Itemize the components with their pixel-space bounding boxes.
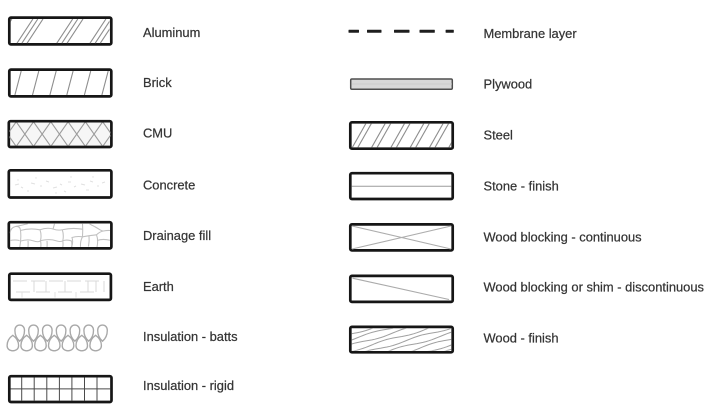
svg-text:Stone - finish: Stone - finish [484, 178, 559, 193]
svg-text:Insulation - batts: Insulation - batts [143, 329, 238, 344]
svg-text:Earth: Earth [143, 279, 174, 294]
svg-text:Steel: Steel [484, 127, 513, 142]
svg-text:Insulation - rigid: Insulation - rigid [143, 378, 234, 393]
svg-text:Wood blocking or shim - discon: Wood blocking or shim - discontinuous [484, 279, 704, 294]
svg-text:Brick: Brick [143, 75, 172, 90]
svg-text:Drainage fill: Drainage fill [143, 228, 211, 243]
svg-text:Concrete: Concrete [143, 177, 195, 192]
svg-text:Wood blocking - continuous: Wood blocking - continuous [484, 229, 642, 244]
svg-text:Aluminum: Aluminum [143, 25, 200, 40]
svg-text:Wood - finish: Wood - finish [484, 330, 559, 345]
svg-text:Membrane layer: Membrane layer [484, 26, 578, 41]
svg-text:Plywood: Plywood [484, 76, 533, 91]
svg-text:CMU: CMU [143, 126, 172, 141]
